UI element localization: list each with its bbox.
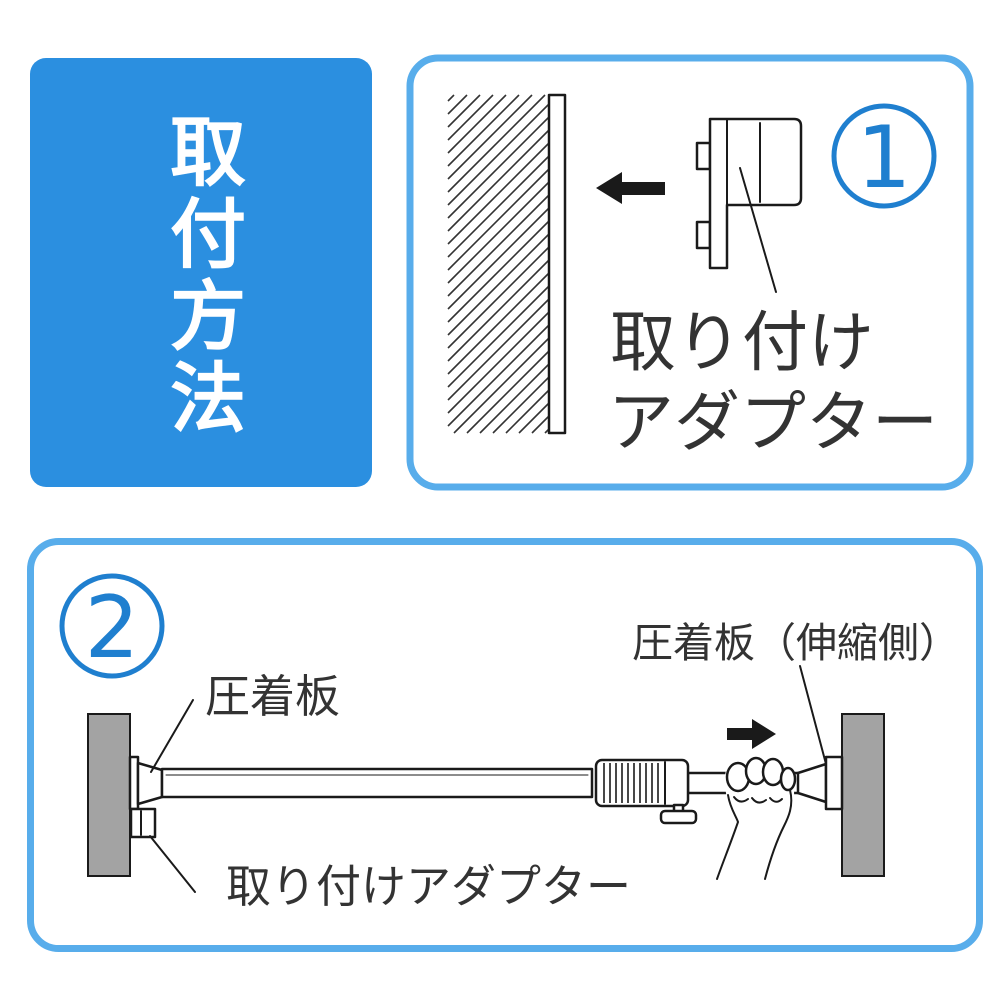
installed-adapter-body — [129, 807, 157, 839]
step-2-badge-circle — [59, 573, 165, 679]
hatch-line — [447, 233, 550, 336]
hatch-line — [518, 402, 550, 434]
hatch-line — [453, 337, 550, 434]
forearm-right-edge — [764, 789, 793, 880]
step-1-badge: 1 — [831, 103, 937, 209]
outer-tube — [160, 767, 594, 799]
hatch-line — [447, 324, 550, 427]
hatch-line — [447, 94, 481, 128]
hatch-line — [447, 94, 507, 154]
page-title: 取付方法 — [157, 111, 246, 440]
hatch-line — [447, 259, 550, 362]
hatch-line — [447, 272, 550, 375]
hatch-line — [479, 363, 550, 434]
wall-board — [547, 93, 567, 435]
hand-palm — [716, 768, 795, 880]
hatch-line — [447, 168, 550, 271]
arrow-left-icon — [596, 172, 665, 204]
hatch-line — [447, 220, 550, 323]
title-box: 取付方法 — [30, 58, 372, 487]
telescopic-plate-label: 圧着板（伸縮側） — [632, 619, 960, 667]
hatch-line — [447, 116, 550, 219]
hatch-line — [447, 246, 550, 349]
step-2-badge: 2 — [59, 573, 165, 679]
adapter-label-line-1: 取り付け — [610, 304, 874, 381]
step-2-number: 2 — [85, 578, 140, 678]
right-wall — [841, 713, 885, 877]
adapter-label-line-2: アダプター — [608, 384, 938, 461]
hatch-line — [466, 350, 550, 434]
hatch-line — [447, 94, 546, 193]
mounting-adapter-label: 取り付けアダプター — [226, 860, 631, 913]
hatch-line — [447, 298, 550, 401]
hatch-line — [447, 155, 550, 258]
pressure-plate-label: 圧着板 — [205, 670, 340, 723]
installed-adapter-leader-line — [149, 835, 196, 893]
hatch-line — [447, 181, 550, 284]
hatch-line — [447, 94, 468, 115]
arrow-right-icon — [727, 719, 776, 749]
wall-hatching — [447, 94, 550, 434]
hatch-line — [505, 389, 550, 434]
lock-knob-cap — [659, 809, 698, 825]
hatch-line — [447, 94, 520, 167]
mounting-adapter-drawing — [695, 117, 803, 270]
left-plate-cone — [136, 761, 164, 806]
lock-knob — [659, 803, 698, 825]
hatch-line — [447, 194, 550, 297]
adapter-body — [708, 117, 803, 270]
forearm-left-edge — [716, 794, 740, 880]
finger — [779, 766, 797, 792]
hatch-line — [531, 415, 550, 434]
left-wall — [87, 713, 131, 877]
adapter-tab-lower — [695, 220, 712, 250]
right-pressure-plate — [824, 755, 844, 811]
telescopic-plate-leader-line — [799, 665, 827, 765]
step-1-number: 1 — [857, 108, 912, 208]
hatch-line — [447, 285, 550, 388]
finger-tip — [751, 797, 767, 804]
hatch-line — [447, 207, 550, 310]
adapter-leader-line — [739, 167, 777, 293]
hatch-line — [447, 311, 550, 414]
hand-drawing — [716, 756, 797, 880]
hatch-line — [447, 129, 550, 232]
plate-leader-line — [150, 699, 194, 773]
finger-tip — [733, 796, 749, 803]
grip-ridges — [603, 763, 659, 803]
adapter-tab-upper — [695, 141, 712, 171]
hatch-line — [447, 94, 455, 102]
hatch-line — [447, 142, 550, 245]
hatch-line — [447, 94, 494, 141]
step-1-badge-circle — [831, 103, 937, 209]
installed-adapter — [129, 807, 157, 839]
finger-tip — [769, 797, 783, 803]
hatch-line — [492, 376, 550, 434]
hatch-line — [447, 94, 533, 180]
hatch-line — [447, 103, 550, 206]
